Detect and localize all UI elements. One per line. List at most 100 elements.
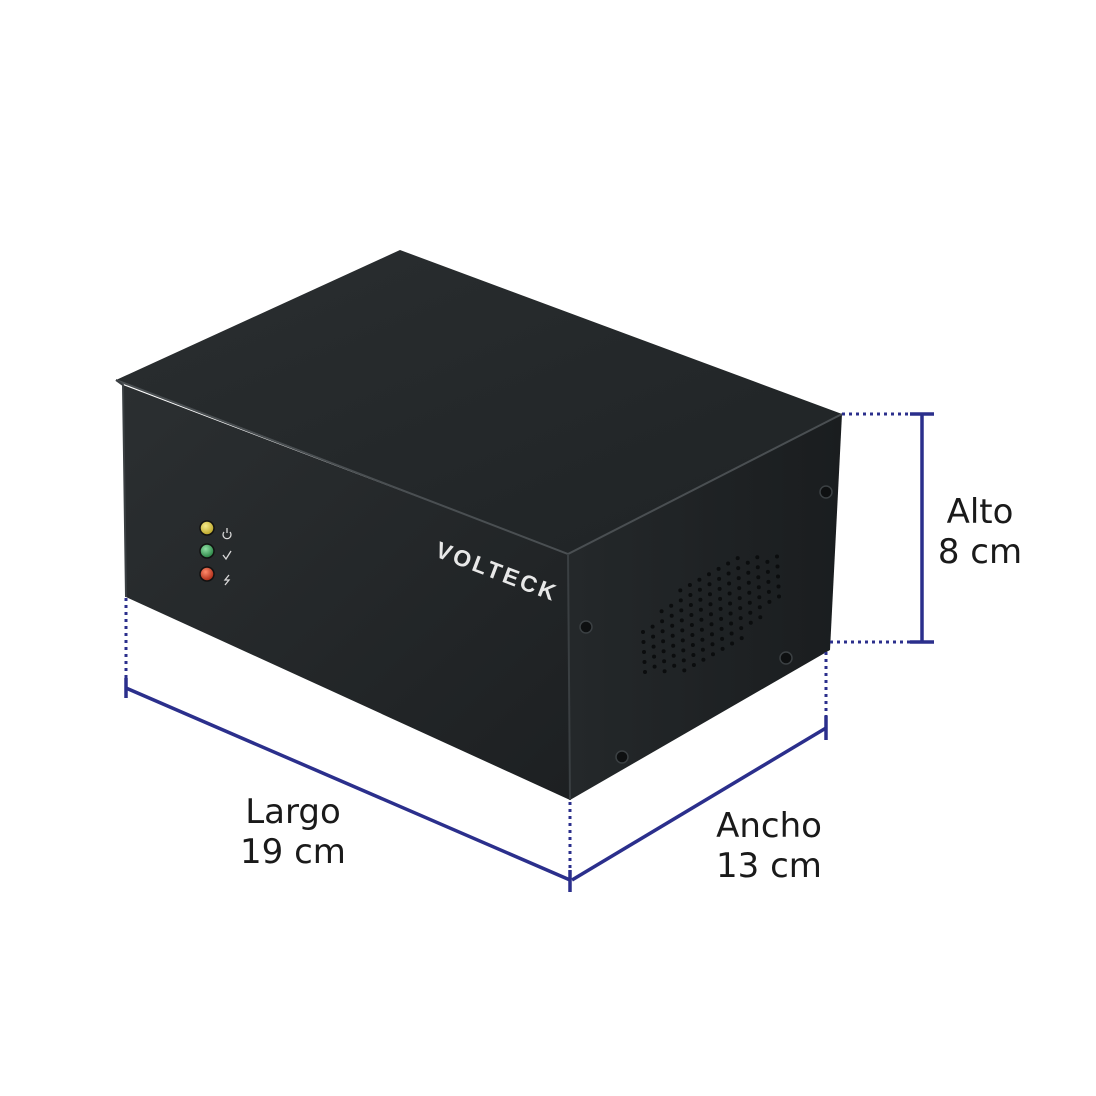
vent-hole — [726, 571, 731, 576]
vent-hole — [651, 644, 656, 649]
screw — [579, 620, 593, 634]
vent-hole — [776, 584, 781, 589]
lightning-icon — [223, 574, 231, 586]
vent-hole — [711, 652, 715, 657]
vent-hole — [672, 663, 677, 668]
vent-hole — [748, 620, 753, 625]
vent-hole — [767, 599, 772, 604]
vent-hole — [720, 646, 725, 651]
vent-hole — [641, 640, 646, 644]
vent-hole — [729, 631, 734, 636]
box-right-face — [568, 414, 842, 800]
vent-hole — [651, 634, 656, 639]
vent-hole — [689, 613, 694, 617]
vent-hole — [758, 615, 763, 620]
vent-hole — [738, 616, 743, 621]
ancho-name: Ancho — [716, 806, 822, 846]
vent-hole — [728, 611, 733, 616]
vent-hole — [671, 643, 676, 648]
vent-hole — [670, 633, 675, 638]
vent-hole — [757, 595, 762, 600]
vent-hole — [670, 623, 675, 628]
vent-hole — [690, 633, 695, 637]
alto-name: Alto — [946, 492, 1014, 532]
vent-hole — [766, 579, 771, 584]
power-icon — [222, 528, 232, 540]
led-green — [199, 543, 215, 559]
vent-hole — [738, 606, 743, 611]
vent-hole — [739, 636, 744, 641]
vent-hole — [697, 587, 702, 592]
vent-hole — [661, 639, 666, 644]
largo-label: Largo 19 cm — [218, 792, 368, 872]
vent-hole — [736, 576, 741, 581]
vent-hole — [746, 570, 751, 575]
vent-hole — [662, 669, 667, 674]
dimension-lines — [124, 412, 934, 892]
case-screws — [579, 485, 833, 764]
vent-hole — [642, 660, 647, 664]
vent-hole — [777, 594, 781, 599]
vent-hole — [755, 565, 760, 570]
vent-hole — [707, 572, 711, 577]
ancho-label: Ancho 13 cm — [696, 806, 842, 886]
vent-hole — [708, 592, 712, 597]
vent-hole — [735, 556, 740, 561]
vent-hole — [775, 554, 779, 559]
vent-hole — [690, 643, 695, 647]
vent-hole — [748, 610, 753, 615]
vent-hole — [709, 612, 713, 617]
vent-hole — [691, 653, 696, 657]
largo-value: 19 cm — [240, 832, 346, 872]
vent-hole — [765, 559, 770, 564]
vent-hole — [736, 566, 741, 571]
box-top-face — [116, 250, 842, 554]
vent-hole — [717, 576, 722, 581]
box-left-face — [123, 385, 570, 800]
vent-hole — [730, 641, 735, 646]
vent-hole — [729, 621, 734, 626]
vent-hole — [660, 629, 665, 634]
led-yellow — [199, 520, 215, 536]
vent-hole — [661, 649, 666, 654]
box-left-lip — [115, 379, 127, 598]
vent-hole — [680, 638, 685, 643]
vent-hole — [681, 648, 686, 653]
vent-hole — [682, 668, 687, 673]
check-icon — [222, 550, 232, 561]
vent-hole — [727, 581, 732, 586]
vent-hole — [700, 637, 705, 642]
vent-hole — [716, 566, 721, 571]
vent-hole — [718, 596, 723, 601]
vent-grille — [641, 554, 781, 674]
vent-hole — [776, 574, 780, 579]
vent-hole — [698, 607, 703, 612]
vent-hole — [737, 596, 742, 601]
vent-hole — [739, 626, 744, 631]
vent-hole — [719, 616, 724, 621]
vent-hole — [659, 609, 664, 614]
vent-hole — [652, 654, 657, 659]
vent-hole — [737, 586, 742, 591]
vent-hole — [687, 583, 692, 587]
vent-hole — [728, 601, 733, 606]
vent-hole — [745, 560, 750, 565]
vent-hole — [719, 626, 724, 631]
vent-hole — [727, 591, 732, 596]
enclosure-box — [115, 250, 843, 801]
vent-hole — [708, 602, 713, 607]
vent-hole — [689, 623, 694, 627]
vent-hole — [679, 618, 684, 623]
vent-hole — [688, 603, 693, 607]
vent-hole — [726, 561, 731, 566]
largo-name: Largo — [245, 792, 341, 832]
vent-hole — [650, 624, 655, 629]
vent-hole — [680, 628, 685, 633]
ancho-value: 13 cm — [716, 846, 822, 886]
screw — [615, 750, 629, 764]
vent-hole — [662, 659, 667, 664]
screw — [819, 485, 833, 499]
vent-hole — [755, 555, 760, 560]
vent-hole — [756, 575, 761, 580]
vent-hole — [679, 608, 684, 613]
